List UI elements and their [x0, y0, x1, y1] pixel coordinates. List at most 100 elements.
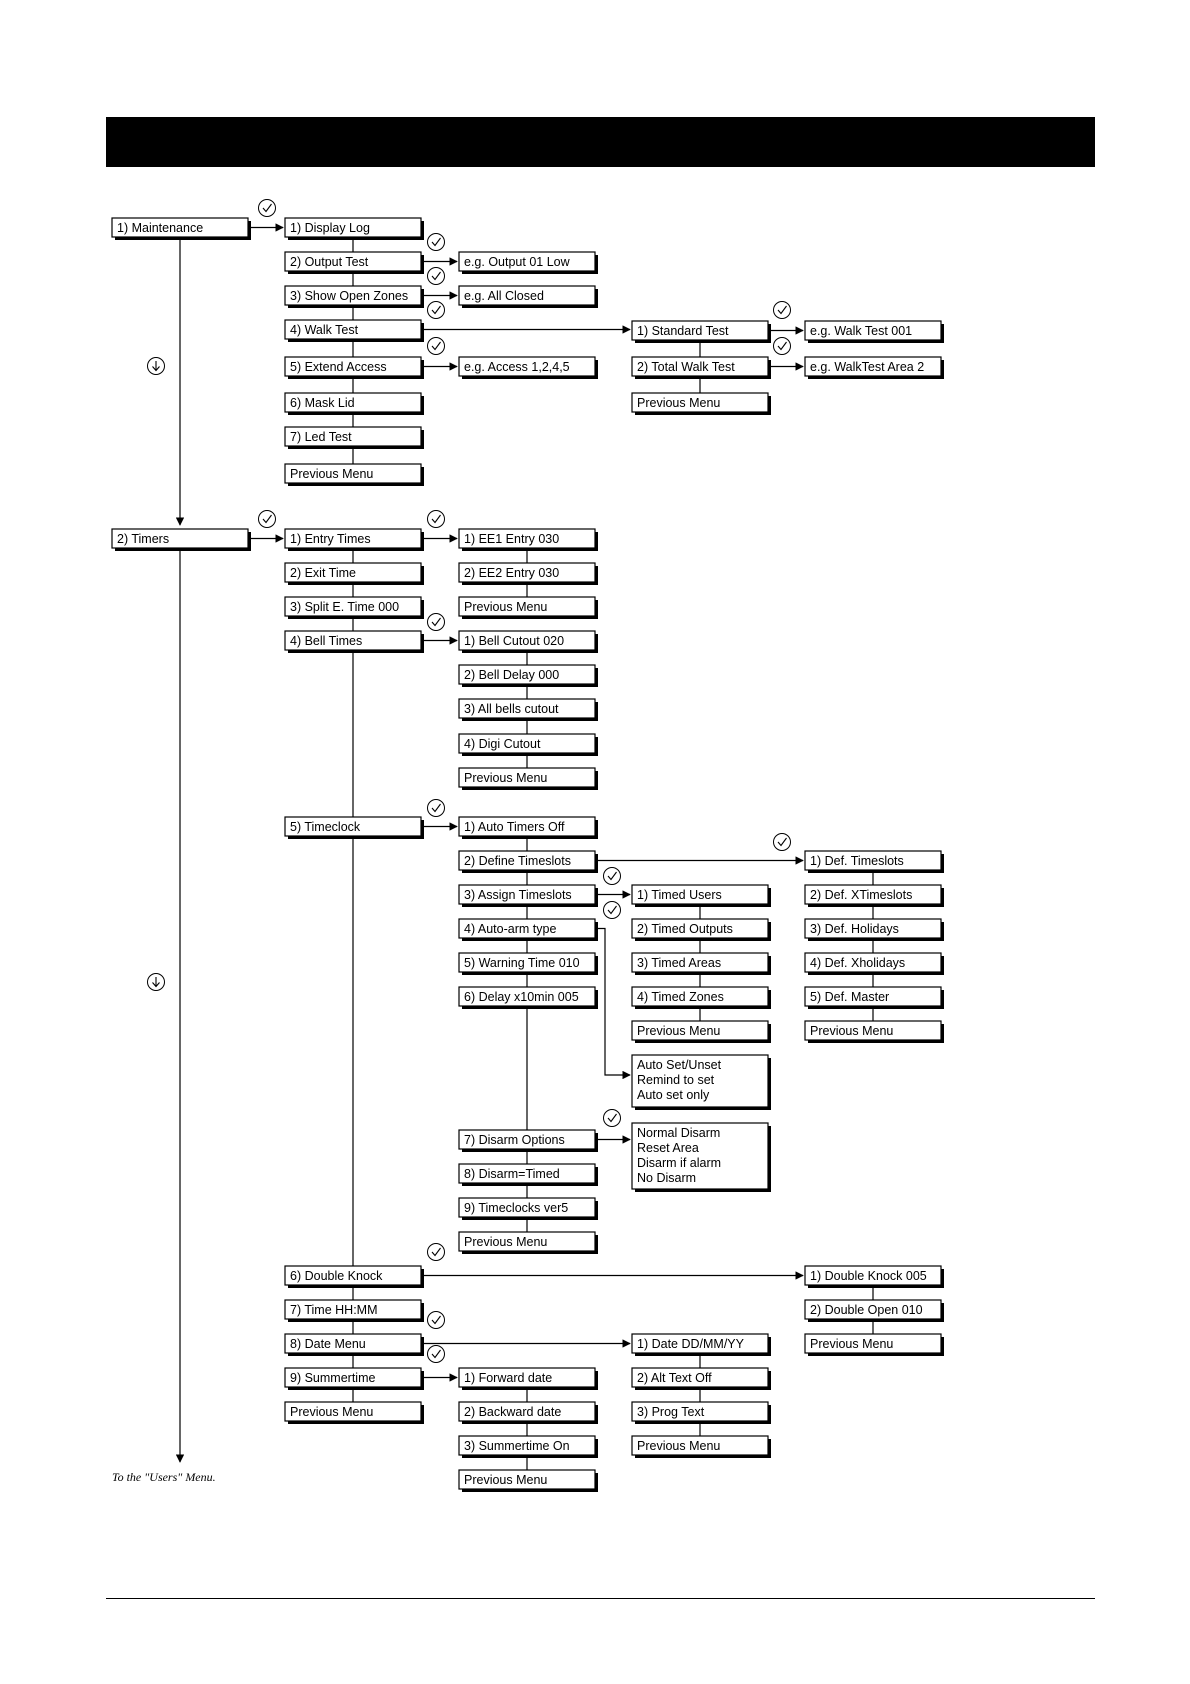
all-bells-cutout-button[interactable]: 3) All bells cutout: [458, 698, 598, 721]
timed-users-button[interactable]: 1) Timed Users: [631, 884, 771, 907]
def-xholidays-button-label: 4) Def. Xholidays: [810, 956, 905, 970]
down-arrow-icon: [147, 357, 165, 375]
date-ddmmyy-button[interactable]: 1) Date DD/MM/YY: [631, 1333, 771, 1356]
timeclocks-ver-button-label: 9) Timeclocks ver5: [464, 1201, 568, 1215]
disarm-timed-button-label: 8) Disarm=Timed: [464, 1167, 560, 1181]
timed-zones-button[interactable]: 4) Timed Zones: [631, 986, 771, 1009]
alt-text-off-button[interactable]: 2) Alt Text Off: [631, 1367, 771, 1390]
timed-outputs-button-label: 2) Timed Outputs: [637, 922, 733, 936]
maintenance-previous-menu-button[interactable]: Previous Menu: [284, 463, 424, 486]
walk-test-previous-menu-button[interactable]: Previous Menu: [631, 392, 771, 415]
standard-test-example[interactable]: e.g. Walk Test 001: [804, 320, 944, 343]
disarm-options-list-option: Disarm if alarm: [637, 1156, 721, 1170]
ee1-entry-button[interactable]: 1) EE1 Entry 030: [458, 528, 598, 551]
time-button[interactable]: 7) Time HH:MM: [284, 1299, 424, 1322]
bell-times-button[interactable]: 4) Bell Times: [284, 630, 424, 653]
timed-outputs-button[interactable]: 2) Timed Outputs: [631, 918, 771, 941]
entry-previous-menu-button[interactable]: Previous Menu: [458, 596, 598, 619]
timeclocks-ver-button[interactable]: 9) Timeclocks ver5: [458, 1197, 598, 1220]
assign-timeslots-button[interactable]: 3) Assign Timeslots: [458, 884, 598, 907]
assign-previous-menu-button[interactable]: Previous Menu: [631, 1020, 771, 1043]
all-bells-cutout-button-label: 3) All bells cutout: [464, 702, 559, 716]
def-holidays-button-label: 3) Def. Holidays: [810, 922, 899, 936]
show-open-zones-button[interactable]: 3) Show Open Zones: [284, 285, 424, 308]
disarm-options-button[interactable]: 7) Disarm Options: [458, 1129, 598, 1152]
standard-test-button[interactable]: 1) Standard Test: [631, 320, 771, 343]
walk-test-button[interactable]: 4) Walk Test: [284, 319, 424, 342]
date-ddmmyy-button-label: 1) Date DD/MM/YY: [637, 1337, 745, 1351]
delay-button[interactable]: 6) Delay x10min 005: [458, 986, 598, 1009]
down-arrow-icon: [147, 973, 165, 991]
check-icon: [258, 510, 276, 528]
def-xtimeslots-button[interactable]: 2) Def. XTimeslots: [804, 884, 944, 907]
check-icon: [427, 1345, 445, 1363]
split-e-time-button[interactable]: 3) Split E. Time 000: [284, 596, 424, 619]
def-master-button[interactable]: 5) Def. Master: [804, 986, 944, 1009]
timed-areas-button[interactable]: 3) Timed Areas: [631, 952, 771, 975]
def-master-button-label: 5) Def. Master: [810, 990, 889, 1004]
bell-delay-button[interactable]: 2) Bell Delay 000: [458, 664, 598, 687]
check-icon: [258, 199, 276, 217]
display-log-button-label: 1) Display Log: [290, 221, 370, 235]
auto-arm-type-button[interactable]: 4) Auto-arm type: [458, 918, 598, 941]
summertime-button[interactable]: 9) Summertime: [284, 1367, 424, 1390]
timeclock-button[interactable]: 5) Timeclock: [284, 816, 424, 839]
maintenance-previous-menu-button-label: Previous Menu: [290, 467, 373, 481]
exit-time-button-label: 2) Exit Time: [290, 566, 356, 580]
date-previous-menu-button-label: Previous Menu: [637, 1439, 720, 1453]
check-icon: [603, 867, 621, 885]
extend-access-button-label: 5) Extend Access: [290, 360, 387, 374]
disarm-timed-button[interactable]: 8) Disarm=Timed: [458, 1163, 598, 1186]
auto-timers-off-button[interactable]: 1) Auto Timers Off: [458, 816, 598, 839]
digi-cutout-button[interactable]: 4) Digi Cutout: [458, 733, 598, 756]
total-walk-test-example[interactable]: e.g. WalkTest Area 2: [804, 356, 944, 379]
double-knock-previous-menu-button[interactable]: Previous Menu: [804, 1333, 944, 1356]
ee2-entry-button[interactable]: 2) EE2 Entry 030: [458, 562, 598, 585]
def-holidays-button[interactable]: 3) Def. Holidays: [804, 918, 944, 941]
prog-text-button-label: 3) Prog Text: [637, 1405, 705, 1419]
maintenance-button[interactable]: 1) Maintenance: [111, 217, 251, 240]
disarm-options-button-label: 7) Disarm Options: [464, 1133, 565, 1147]
bell-cutout-button[interactable]: 1) Bell Cutout 020: [458, 630, 598, 653]
extend-access-button[interactable]: 5) Extend Access: [284, 356, 424, 379]
def-xholidays-button[interactable]: 4) Def. Xholidays: [804, 952, 944, 975]
display-log-button[interactable]: 1) Display Log: [284, 217, 424, 240]
summertime-previous-menu-button[interactable]: Previous Menu: [458, 1469, 598, 1492]
timers-previous-menu-button[interactable]: Previous Menu: [284, 1401, 424, 1424]
summertime-on-button-label: 3) Summertime On: [464, 1439, 570, 1453]
led-test-button[interactable]: 7) Led Test: [284, 426, 424, 449]
define-previous-menu-button-label: Previous Menu: [810, 1024, 893, 1038]
extend-access-example[interactable]: e.g. Access 1,2,4,5: [458, 356, 598, 379]
forward-date-button[interactable]: 1) Forward date: [458, 1367, 598, 1390]
total-walk-test-example-label: e.g. WalkTest Area 2: [810, 360, 924, 374]
auto-arm-type-button-label: 4) Auto-arm type: [464, 922, 556, 936]
timers-button[interactable]: 2) Timers: [111, 528, 251, 551]
open-zones-example[interactable]: e.g. All Closed: [458, 285, 598, 308]
exit-time-button[interactable]: 2) Exit Time: [284, 562, 424, 585]
summertime-on-button[interactable]: 3) Summertime On: [458, 1435, 598, 1458]
double-open-value-button[interactable]: 2) Double Open 010: [804, 1299, 944, 1322]
double-knock-button[interactable]: 6) Double Knock: [284, 1265, 424, 1288]
def-timeslots-button[interactable]: 1) Def. Timeslots: [804, 850, 944, 873]
footer-rule: [106, 1598, 1095, 1599]
define-previous-menu-button[interactable]: Previous Menu: [804, 1020, 944, 1043]
mask-lid-button[interactable]: 6) Mask Lid: [284, 392, 424, 415]
timeclock-previous-menu-button[interactable]: Previous Menu: [458, 1231, 598, 1254]
total-walk-test-button[interactable]: 2) Total Walk Test: [631, 356, 771, 379]
output-test-button[interactable]: 2) Output Test: [284, 251, 424, 274]
backward-date-button[interactable]: 2) Backward date: [458, 1401, 598, 1424]
prog-text-button[interactable]: 3) Prog Text: [631, 1401, 771, 1424]
warning-time-button[interactable]: 5) Warning Time 010: [458, 952, 598, 975]
output-test-example[interactable]: e.g. Output 01 Low: [458, 251, 598, 274]
date-previous-menu-button[interactable]: Previous Menu: [631, 1435, 771, 1458]
date-menu-button[interactable]: 8) Date Menu: [284, 1333, 424, 1356]
entry-times-button[interactable]: 1) Entry Times: [284, 528, 424, 551]
define-timeslots-button[interactable]: 2) Define Timeslots: [458, 850, 598, 873]
def-xtimeslots-button-label: 2) Def. XTimeslots: [810, 888, 912, 902]
entry-previous-menu-button-label: Previous Menu: [464, 600, 547, 614]
bell-previous-menu-button[interactable]: Previous Menu: [458, 767, 598, 790]
double-knock-button-label: 6) Double Knock: [290, 1269, 383, 1283]
double-knock-value-button[interactable]: 1) Double Knock 005: [804, 1265, 944, 1288]
